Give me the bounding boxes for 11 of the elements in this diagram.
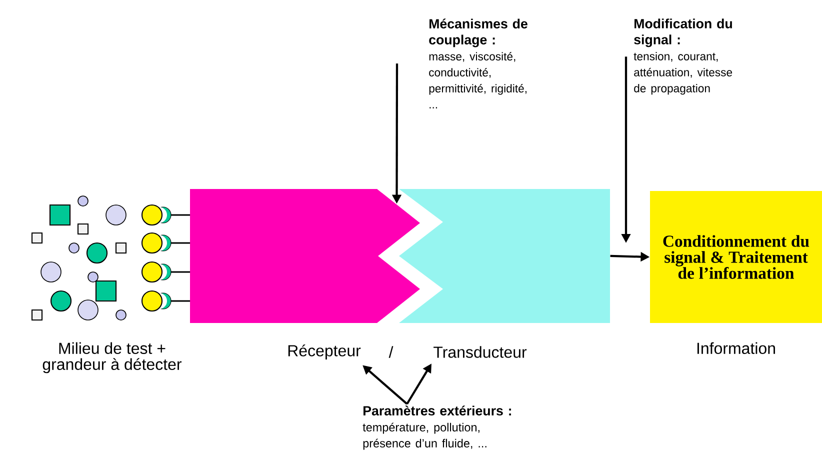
annotation-text: Modification du signal : tension, courant, atténuation, vitesse de propagation bbox=[634, 18, 732, 95]
component-label: Transducteur bbox=[434, 346, 527, 358]
component-label: Récepteur bbox=[288, 344, 361, 360]
process-box: Conditionnement du signal & Traitement de l’information bbox=[650, 191, 822, 323]
separator-slash: / bbox=[388, 346, 394, 358]
caption: Milieu de test + grandeur à détecter bbox=[42, 342, 182, 374]
annotation-text: Mécanismes de couplage : masse, viscosité, conductivité, permittivité, rigidité, ... bbox=[429, 18, 528, 108]
annotation-text: Paramètres extérieurs : température, pollution, présence d’un fluide, ... bbox=[362, 406, 511, 450]
transducer-shape bbox=[399, 189, 610, 323]
receptor-shape bbox=[190, 189, 420, 323]
output-label: Information bbox=[697, 342, 775, 354]
